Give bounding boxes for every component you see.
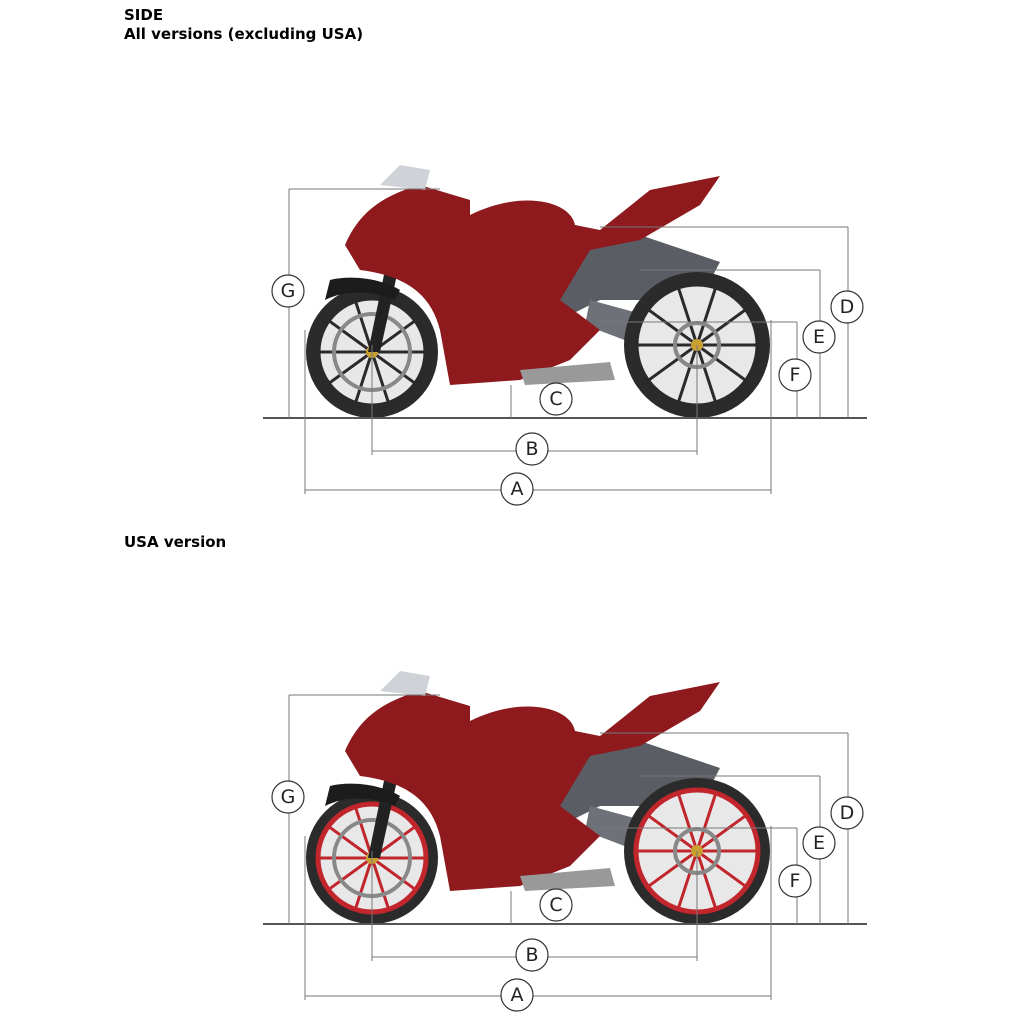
dimension-label: F	[790, 870, 801, 892]
exhaust	[520, 362, 615, 385]
front-fender	[325, 277, 400, 300]
dimension-f: F	[600, 321, 812, 418]
dimension-label-circle	[539, 382, 573, 416]
dimension-e: E	[640, 269, 836, 418]
diagram-usa-version: G DEF C BA	[263, 671, 867, 1012]
dimension-label: B	[525, 944, 538, 966]
dimension-label-circle	[515, 432, 549, 466]
dimension-label: B	[525, 438, 538, 460]
dimension-label: E	[813, 832, 825, 854]
dimension-label-circle	[830, 290, 864, 324]
motorcycle-illustration	[306, 165, 770, 418]
dimension-label: C	[549, 388, 562, 410]
dimension-c: C	[510, 888, 573, 924]
fairing	[345, 176, 720, 385]
dimension-g: G	[271, 694, 440, 924]
dimension-label-circle	[515, 938, 549, 972]
windscreen	[380, 165, 430, 190]
dimension-label: A	[511, 984, 524, 1006]
exhaust	[520, 868, 615, 891]
dimension-label: G	[281, 786, 296, 808]
dimension-c: C	[510, 382, 573, 418]
dimension-b: B	[371, 345, 698, 466]
dimension-label: G	[281, 280, 296, 302]
dimension-label: F	[790, 364, 801, 386]
dimension-label-circle	[778, 864, 812, 898]
usa-heading: USA version	[124, 533, 227, 551]
dimension-label-circle	[500, 978, 534, 1012]
diagram-all-versions: G DEF C BA	[263, 165, 867, 506]
dimension-label-circle	[778, 358, 812, 392]
dimension-e: E	[640, 775, 836, 924]
dimension-label-circle	[271, 780, 305, 814]
dimension-label: E	[813, 326, 825, 348]
dimension-label-circle	[271, 274, 305, 308]
dimension-label: D	[840, 802, 855, 824]
front-fender	[325, 783, 400, 806]
dimension-d: D	[600, 226, 864, 418]
dimension-label-circle	[500, 472, 534, 506]
motorcycle-illustration	[306, 671, 770, 924]
dimension-label: A	[511, 478, 524, 500]
dimension-a: A	[304, 826, 772, 1012]
dimension-d: D	[600, 732, 864, 924]
dimension-label: C	[549, 894, 562, 916]
dimension-label-circle	[802, 320, 836, 354]
dimension-label-circle	[830, 796, 864, 830]
dimension-g: G	[271, 188, 440, 418]
dimension-f: F	[600, 827, 812, 924]
dimension-label: D	[840, 296, 855, 318]
dimension-label-circle	[539, 888, 573, 922]
dimension-label-circle	[802, 826, 836, 860]
fairing	[345, 682, 720, 891]
section-subtitle: All versions (excluding USA)	[124, 25, 364, 43]
dimension-a: A	[304, 320, 772, 506]
windscreen	[380, 671, 430, 696]
section-title: SIDE	[124, 6, 164, 24]
dimension-b: B	[371, 851, 698, 972]
